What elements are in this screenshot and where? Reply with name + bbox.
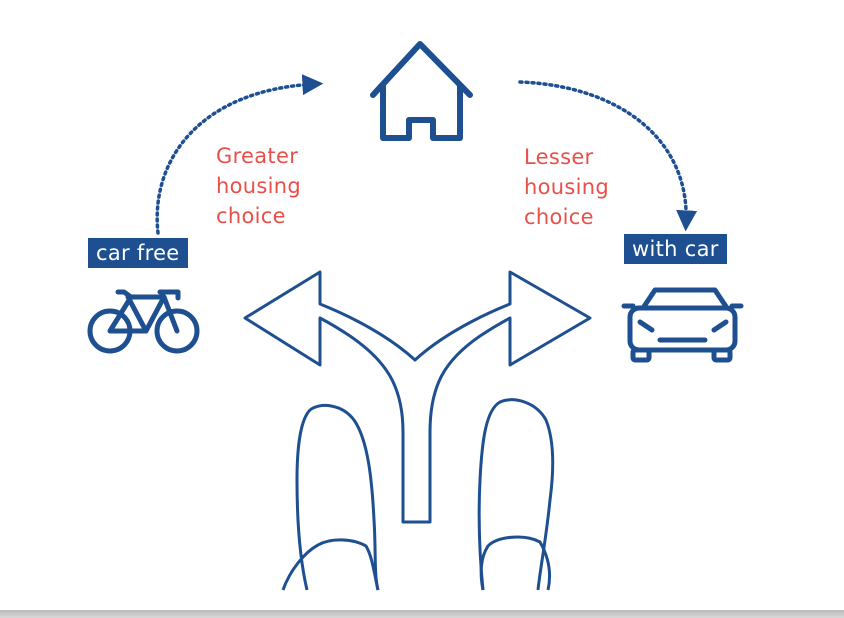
lesser-line-2: housing (524, 175, 609, 199)
car-free-label: car free (88, 238, 188, 268)
with-car-label: with car (624, 234, 727, 264)
lesser-housing-choice-text: Lesser housing choice (524, 142, 609, 232)
house-icon (370, 41, 473, 141)
bottom-divider (0, 610, 844, 618)
bicycle-icon (87, 289, 200, 354)
dotted-arrow-to-car (518, 80, 698, 232)
shoes-icon (281, 398, 555, 591)
greater-housing-choice-text: Greater housing choice (216, 141, 301, 231)
fork-arrow-icon (243, 270, 592, 524)
dotted-arrow-to-house (155, 74, 324, 235)
greater-line-1: Greater (216, 144, 299, 168)
greater-line-3: choice (216, 204, 286, 228)
car-icon (621, 287, 744, 363)
lesser-line-3: choice (524, 205, 594, 229)
lesser-line-1: Lesser (524, 145, 594, 169)
greater-line-2: housing (216, 174, 301, 198)
